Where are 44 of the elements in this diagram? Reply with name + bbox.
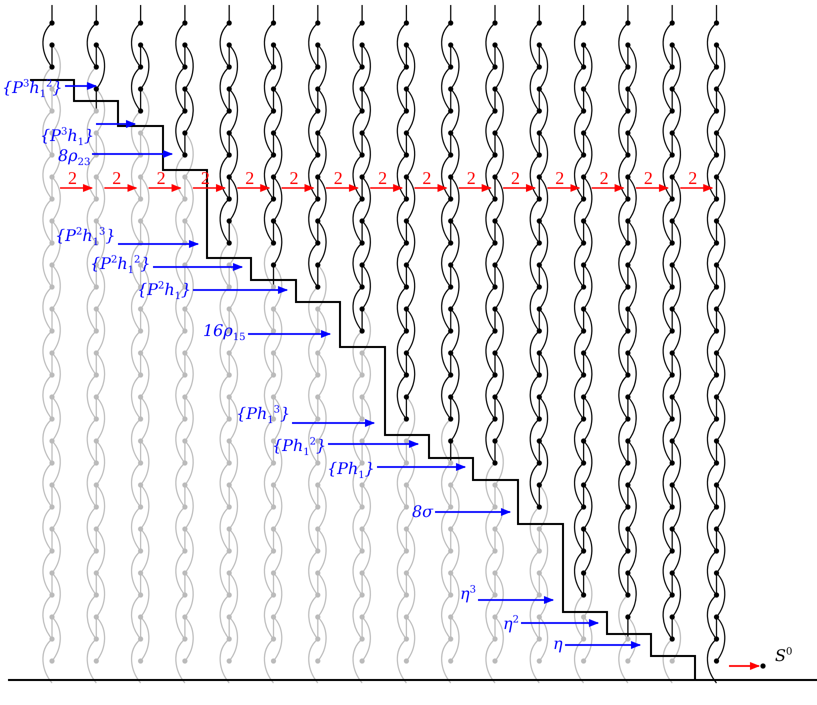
class-label: {P$^{2}$h$_{1}$$^{2}$} <box>90 254 151 274</box>
arrow <box>435 508 511 516</box>
multiplier-label: 2 <box>156 171 166 185</box>
class-label: η$^{2}$ <box>503 614 519 634</box>
arrow <box>328 440 419 448</box>
multiplier-label: 2 <box>112 171 122 185</box>
arrow <box>565 641 641 649</box>
class-label: 8σ <box>412 502 434 522</box>
class-label: η <box>553 634 563 654</box>
arrow <box>96 120 136 128</box>
class-label: {Ph$_{1}$} <box>327 459 375 479</box>
arrow <box>729 662 760 670</box>
class-label: {P$^{2}$h$_{1}$$^{3}$} <box>55 226 116 246</box>
arrow <box>521 619 599 627</box>
class-label: {P$^{3}$h$_{1}$$^{2}$} <box>2 78 63 98</box>
multiplier-label: 2 <box>290 171 298 185</box>
multiplier-label: 2 <box>466 171 476 185</box>
multiplier-label: 2 <box>555 171 564 185</box>
class-label: 16ρ$_{15}$ <box>203 321 246 341</box>
arrow <box>377 463 466 471</box>
class-label: {P$^{2}$h$_{1}$} <box>137 280 192 300</box>
class-label: {Ph$_{1}$$^{2}$} <box>272 436 326 456</box>
class-label: η$^{3}$ <box>460 584 476 604</box>
arrow <box>92 150 173 158</box>
multiplier-label: 2 <box>378 171 388 185</box>
arrow <box>292 419 375 427</box>
multiplier-label: 2 <box>644 171 653 185</box>
multiplier-label: 2 <box>688 171 698 185</box>
arrow <box>193 286 288 294</box>
multiplier-label: 2 <box>422 171 432 185</box>
sphere-label: S$^{0}$ <box>775 646 792 666</box>
arrow <box>65 82 97 90</box>
arrow <box>478 596 554 604</box>
multiplier-label: 2 <box>511 171 520 185</box>
arrow <box>118 240 199 248</box>
class-label: {Ph$_{1}$$^{3}$} <box>236 404 290 424</box>
arrow <box>248 330 331 338</box>
multiplier-label: 2 <box>68 171 77 185</box>
arrow <box>153 263 243 271</box>
multiplier-label: 2 <box>334 171 343 185</box>
class-label: 8ρ$_{23}$ <box>58 146 90 166</box>
multiplier-label: 2 <box>245 171 254 185</box>
class-label: {P$^{3}$h$_{1}$} <box>40 126 94 146</box>
multiplier-label: 2 <box>600 171 609 185</box>
